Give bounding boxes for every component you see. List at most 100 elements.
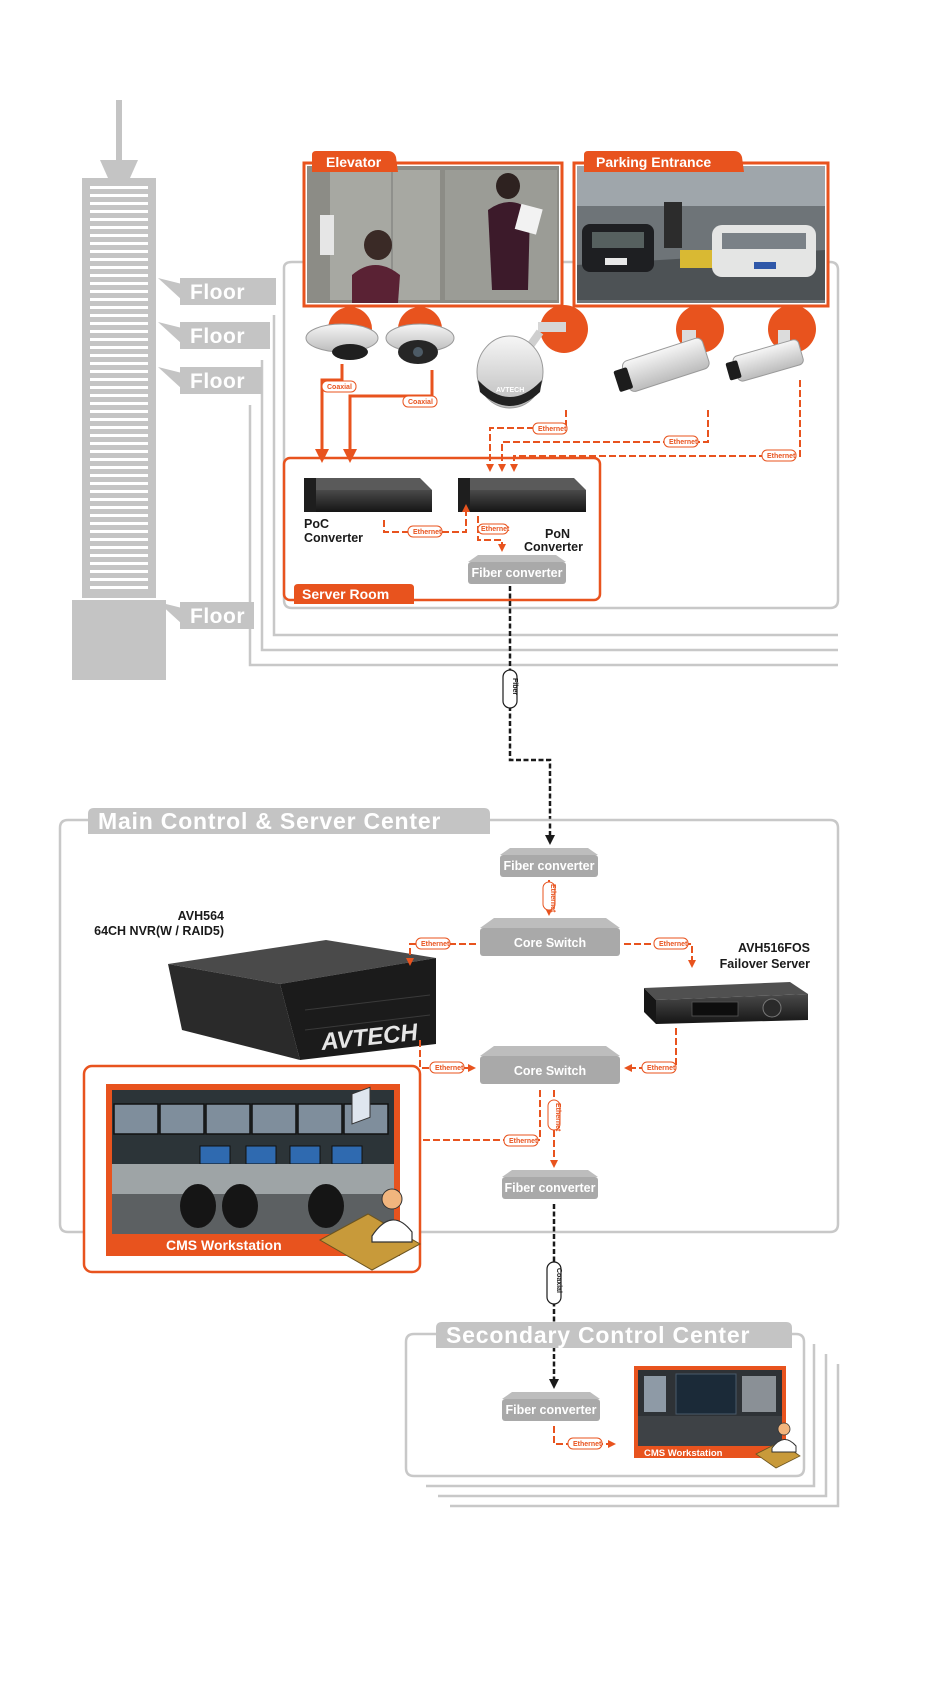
secondary-center-title-tag: Secondary Control Center — [436, 1322, 792, 1348]
poc-converter-device — [304, 478, 432, 512]
building-window — [90, 234, 148, 237]
building-window — [90, 554, 148, 557]
svg-text:Fiber converter: Fiber converter — [471, 566, 562, 580]
core-switch-2: Core Switch — [480, 1046, 620, 1084]
main-center-frame — [58, 818, 840, 1234]
svg-text:Fiber converter: Fiber converter — [505, 1403, 596, 1417]
cms-desk-monitor — [289, 1145, 321, 1165]
svg-text:Ethernet: Ethernet — [669, 439, 698, 446]
dome-camera-2 — [385, 323, 455, 364]
ethernet-link-core2-cms — [404, 1090, 541, 1144]
svg-text:Ethernet: Ethernet — [421, 941, 450, 948]
svg-text:Ethernet: Ethernet — [435, 1065, 464, 1072]
cms-wall-monitor — [113, 1103, 159, 1135]
svg-text:Floor: Floor — [190, 370, 245, 393]
ethernet-link-core1-nvr — [406, 943, 476, 966]
building-window — [90, 514, 148, 517]
floor-tag-4: Floor — [158, 602, 254, 629]
building-window — [90, 298, 148, 301]
ethernet-tag-core2-cms: Ethernet — [503, 1134, 539, 1147]
svg-text:Floor: Floor — [190, 281, 245, 304]
building-window — [90, 466, 148, 469]
building-window — [90, 322, 148, 325]
fiber-converter-server-room: Fiber converter — [468, 555, 566, 584]
building-window — [90, 434, 148, 437]
ethernet-tag-core1-nvr: Ethernet — [415, 937, 451, 950]
cms-workstation-main-label: CMS Workstation — [166, 1237, 282, 1253]
parking-scene — [572, 161, 830, 308]
cms-workstation-secondary — [634, 1366, 786, 1458]
ptz-camera: AVTECH — [476, 322, 566, 409]
ethernet-tag-nvr-core2: Ethernet — [429, 1061, 465, 1074]
coaxial-link-2 — [343, 370, 434, 463]
building-window — [90, 202, 148, 205]
fiber-converter-main-top: Fiber converter — [500, 848, 598, 877]
elevator-scene — [302, 161, 564, 308]
dome-camera-1 — [305, 323, 379, 360]
svg-text:Coaxial: Coaxial — [327, 384, 352, 391]
cms-wall-monitor — [205, 1103, 251, 1135]
failover-label-line-1: AVH516FOS — [738, 941, 810, 955]
building-window — [90, 210, 148, 213]
building-window — [90, 386, 148, 389]
svg-text:Floor: Floor — [190, 325, 245, 348]
failover-label-line-2: Failover Server — [720, 957, 810, 971]
ethernet-link-ptz — [486, 410, 567, 472]
ethernet-tag-core1-failover: Ethernet — [653, 937, 689, 950]
building-window — [90, 274, 148, 277]
floor-frames — [248, 260, 840, 667]
svg-text:Ethernet: Ethernet — [647, 1065, 676, 1072]
ethernet-tag-bullet-2: Ethernet — [761, 449, 797, 462]
failover-server-device — [644, 982, 808, 1024]
coaxial-tag-2: Coaxial — [402, 395, 438, 408]
coaxial-tag-1: Coaxial — [321, 380, 357, 393]
building-window — [90, 330, 148, 333]
building-window — [90, 314, 148, 317]
ethernet-tag-ptz: Ethernet — [532, 422, 568, 435]
pon-label-line-1: PoN — [545, 527, 570, 541]
ethernet-tag-poc-pon: Ethernet — [407, 525, 443, 538]
building-window — [90, 570, 148, 573]
bullet-camera-2 — [725, 330, 804, 382]
svg-text:Ethernet: Ethernet — [509, 1138, 538, 1145]
building-window — [90, 290, 148, 293]
svg-text:Elevator: Elevator — [326, 154, 382, 170]
building-window — [90, 538, 148, 541]
building-window — [90, 522, 148, 525]
building-window — [90, 226, 148, 229]
svg-text:Main Control & Server Center: Main Control & Server Center — [98, 808, 441, 834]
building-window — [90, 546, 148, 549]
svg-text:Core Switch: Core Switch — [514, 936, 586, 950]
svg-text:Ethernet: Ethernet — [549, 884, 556, 913]
ethernet-tag-fiber-core1: Ethernet — [542, 881, 556, 913]
floor-tag-1: Floor — [158, 278, 276, 305]
floor-tag-3: Floor — [158, 367, 262, 394]
building-window — [90, 218, 148, 221]
pon-label-line-2: Converter — [524, 540, 583, 554]
cms-workstation-secondary-label: CMS Workstation — [644, 1448, 723, 1459]
parking-tag: Parking Entrance — [584, 151, 744, 172]
ethernet-tag-bullet-1: Ethernet — [663, 435, 699, 448]
building-window — [90, 242, 148, 245]
cms-workstation-main — [82, 1064, 422, 1274]
nvr-server-device: AVTECH — [168, 940, 436, 1060]
svg-text:Parking Entrance: Parking Entrance — [596, 154, 711, 170]
cms-wall-monitor — [251, 1103, 297, 1135]
building-window — [90, 354, 148, 357]
building-window — [90, 578, 148, 581]
ethernet-link-bullet-1 — [498, 410, 709, 472]
building-window — [90, 346, 148, 349]
svg-text:Ethernet: Ethernet — [538, 426, 567, 433]
elevator-tag: Elevator — [312, 151, 398, 172]
svg-text:Floor: Floor — [190, 605, 245, 628]
cms-wall-monitor — [159, 1103, 205, 1135]
building-window — [90, 562, 148, 565]
building-window — [90, 338, 148, 341]
building-window — [90, 586, 148, 589]
poc-label-line-2: Converter — [304, 531, 363, 545]
server-room-frame — [282, 456, 602, 602]
building-window — [90, 186, 148, 189]
building-window — [90, 442, 148, 445]
building-illustration — [72, 100, 166, 680]
